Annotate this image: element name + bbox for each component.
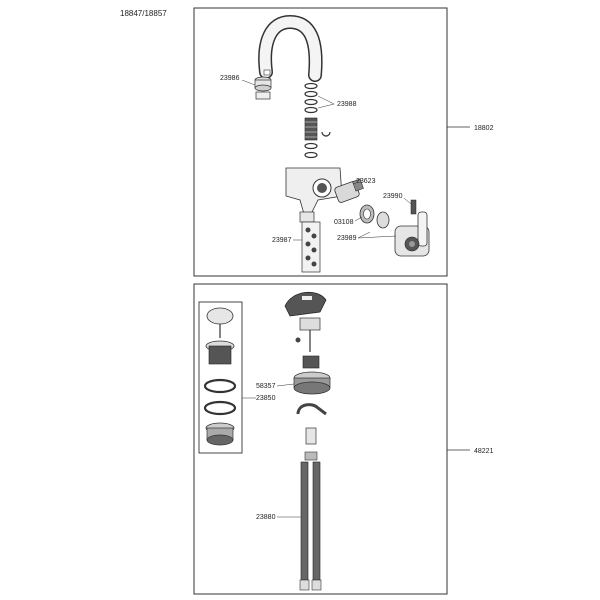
nut-drawing: [359, 204, 390, 229]
part-label-23988: 23988: [337, 101, 357, 108]
part-label-23880: 23880: [256, 514, 276, 521]
mounting-ring-drawing: [293, 371, 331, 395]
kit-number-48221: 48221: [474, 448, 494, 455]
part-label-23990: 23990: [383, 193, 403, 200]
part-label-03108: 03108: [334, 219, 354, 226]
aerator-drawing: [254, 76, 272, 100]
kit-number-18802: 18802: [474, 125, 494, 132]
handle-drawing: [394, 211, 430, 257]
upper-assembly-panel: 18802 23986 23988: [193, 7, 494, 277]
shank-drawing: [304, 427, 318, 461]
part-label-23623: 23623: [356, 178, 376, 185]
o-ring-stack: [304, 82, 318, 114]
faucet-body: [285, 167, 343, 223]
spout-drawing: [258, 14, 323, 82]
part-label-23986: 23986: [220, 75, 240, 82]
hose-drawing: [301, 221, 321, 273]
supply-hoses-drawing: [299, 461, 322, 591]
cartridge-drawing: [334, 178, 364, 203]
drain-assembly-inset: [198, 301, 243, 454]
lever-cap-drawing: [284, 292, 327, 369]
set-screw-drawing: [410, 199, 417, 215]
hook-clip-drawing: [296, 403, 327, 416]
part-label-58357: 58357: [256, 383, 276, 390]
lower-assembly-panel: 48221: [193, 283, 494, 595]
part-label-23989: 23989: [337, 235, 357, 242]
part-label-23850: 23850: [256, 395, 276, 402]
part-label-23987: 23987: [272, 237, 292, 244]
model-numbers-label: 18847/18857: [120, 9, 167, 18]
threaded-stem: [304, 117, 318, 159]
